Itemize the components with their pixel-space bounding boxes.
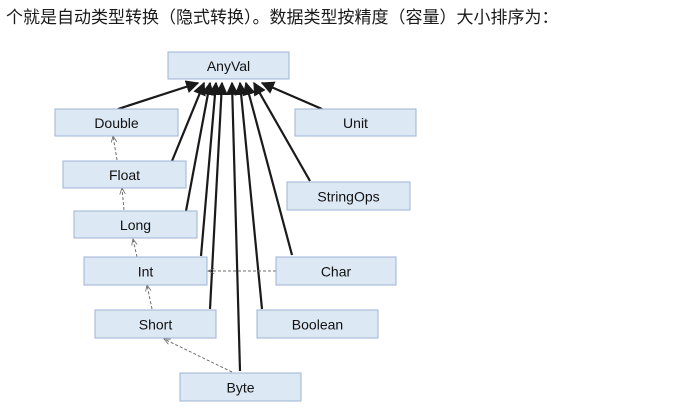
node-float-label: Float — [109, 167, 140, 183]
caption: 个就是自动类型转换（隐式转换）。数据类型按精度（容量）大小排序为： — [6, 8, 559, 28]
node-int: Int — [83, 256, 208, 286]
node-short: Short — [94, 309, 217, 339]
edge-byte-anyval — [225, 81, 242, 372]
edge-stringops-anyval — [253, 81, 311, 182]
node-boolean-label: Boolean — [292, 317, 343, 333]
node-float: Float — [62, 160, 187, 189]
node-stringops-label: StringOps — [317, 189, 379, 205]
edge-int-anyval — [199, 81, 222, 257]
edge-float-double — [113, 136, 118, 161]
edge-unit-anyval — [260, 81, 323, 111]
edge-byte-short — [164, 339, 233, 373]
node-long: Long — [73, 210, 198, 239]
edge-short-int — [147, 285, 153, 310]
edge-long-float — [122, 188, 124, 211]
node-unit-label: Unit — [343, 115, 368, 131]
edge-double-anyval — [117, 80, 200, 111]
node-long-label: Long — [120, 217, 151, 233]
node-byte: Byte — [179, 372, 302, 402]
node-short-label: Short — [139, 317, 173, 333]
inheritance-edges — [117, 80, 323, 372]
node-anyval-label: AnyVal — [207, 58, 250, 74]
conversion-edges — [113, 136, 276, 373]
node-double-label: Double — [94, 115, 139, 131]
edge-char-anyval — [242, 81, 294, 256]
node-anyval: AnyVal — [167, 51, 290, 80]
edge-float-anyval — [170, 81, 206, 162]
node-int-label: Int — [138, 264, 154, 280]
edge-boolean-anyval — [234, 81, 264, 310]
node-double: Double — [54, 108, 179, 137]
edge-long-anyval — [184, 81, 215, 212]
node-byte-label: Byte — [226, 380, 254, 396]
node-char-label: Char — [321, 264, 352, 280]
node-unit: Unit — [294, 108, 417, 137]
node-char: Char — [275, 256, 397, 286]
edge-short-anyval — [208, 81, 228, 310]
node-stringops: StringOps — [286, 181, 411, 211]
edge-int-long — [133, 239, 138, 258]
node-boolean: Boolean — [256, 309, 379, 339]
